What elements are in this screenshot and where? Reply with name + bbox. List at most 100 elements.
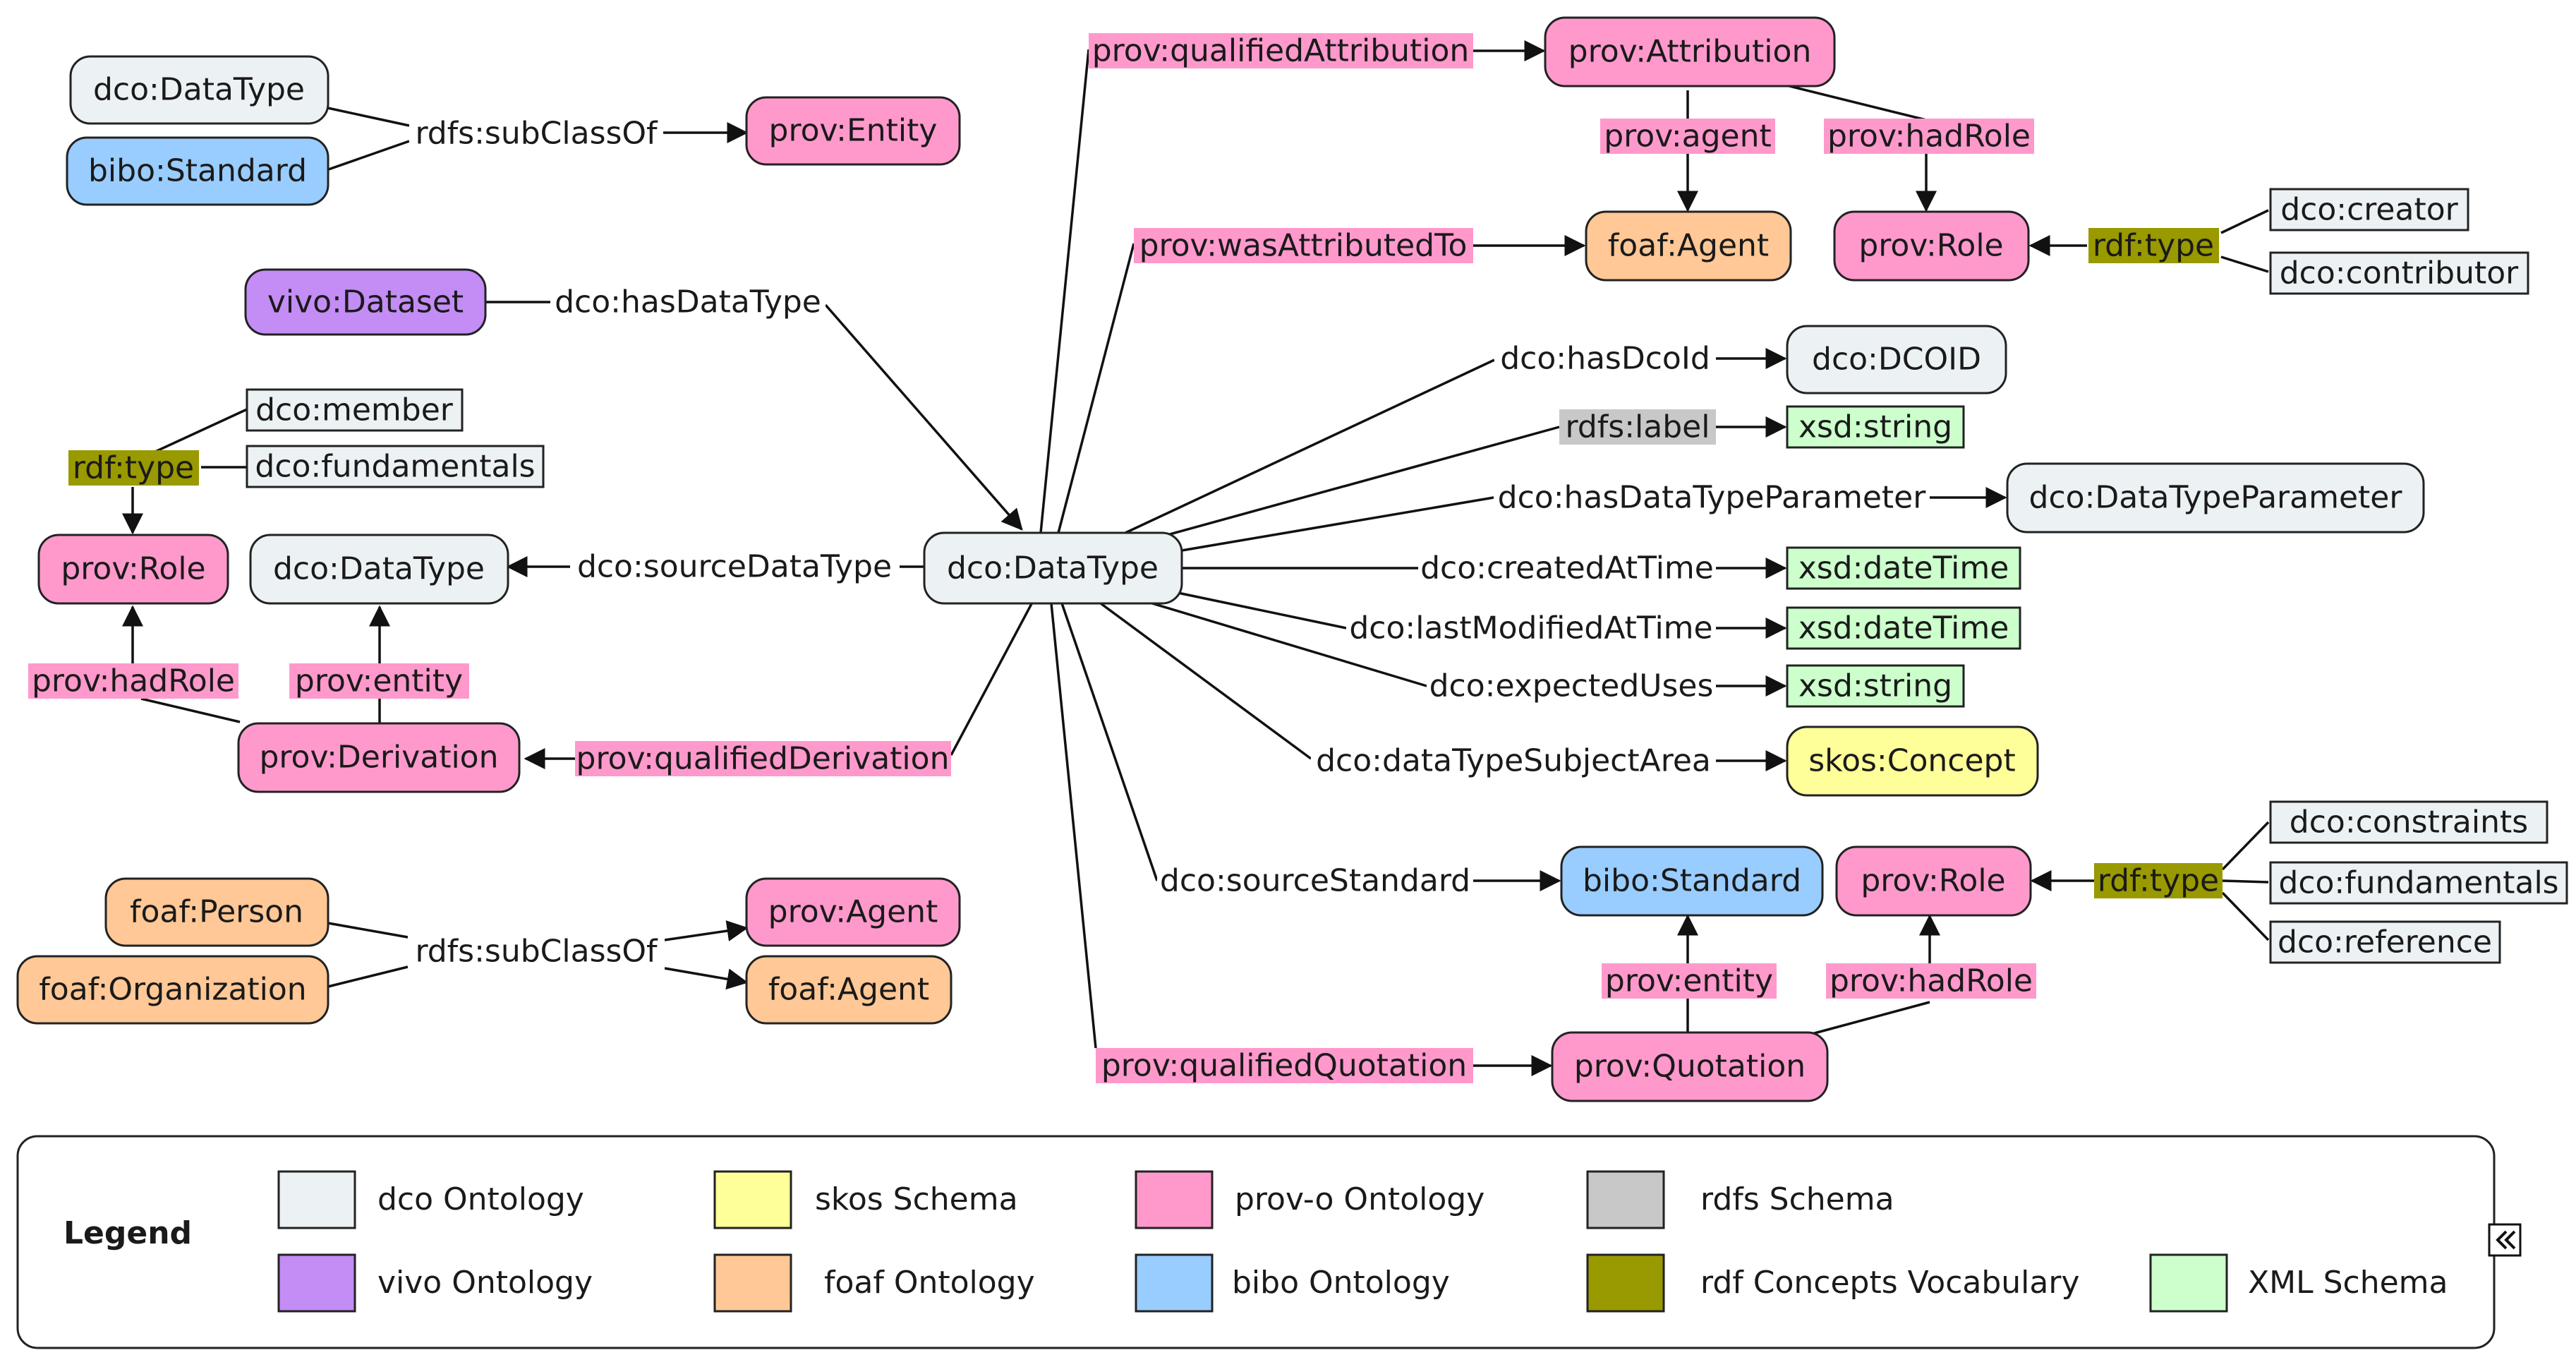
svg-text:dco:hasDcoId: dco:hasDcoId	[1500, 341, 1710, 377]
node-xsd-string-2: xsd:string	[1786, 664, 1965, 708]
node-label: foaf:Agent	[1608, 228, 1769, 264]
node-label: dco:DataType	[93, 72, 305, 108]
edge-label-dco-createdattime: dco:createdAtTime	[1418, 550, 1716, 586]
svg-text:dco:lastModifiedAtTime: dco:lastModifiedAtTime	[1349, 610, 1712, 646]
node-label: dco:fundamentals	[2278, 865, 2558, 901]
svg-text:prov:qualifiedQuotation: prov:qualifiedQuotation	[1101, 1048, 1467, 1084]
svg-text:rdf:type: rdf:type	[2098, 863, 2219, 899]
legend-item-rdf: rdf Concepts Vocabulary	[1586, 1253, 2080, 1313]
node-label: dco:constraints	[2290, 805, 2528, 841]
node-label: foaf:Person	[130, 894, 303, 930]
svg-text:skos Schema: skos Schema	[815, 1181, 1018, 1217]
node-label: prov:Quotation	[1574, 1049, 1806, 1085]
node-dco-contributor: dco:contributor	[2269, 251, 2529, 295]
node-prov-agent: prov:Agent	[745, 877, 961, 947]
node-label: prov:Role	[1858, 228, 2003, 264]
node-bibo-standard-top: bibo:Standard	[66, 136, 329, 206]
node-prov-role-bottom: prov:Role	[1835, 845, 2032, 917]
node-label: prov:Role	[1861, 863, 2005, 899]
node-dco-creator: dco:creator	[2269, 188, 2469, 231]
node-vivo-dataset: vivo:Dataset	[244, 268, 487, 336]
svg-text:prov:hadRole: prov:hadRole	[1830, 963, 2033, 999]
edge-label-prov-hadrole-top: prov:hadRole	[1824, 119, 2034, 155]
edge-label-dco-hasdatatype: dco:hasDataType	[550, 284, 826, 320]
node-bibo-standard-bottom: bibo:Standard	[1560, 845, 1824, 917]
svg-text:dco:sourceDataType: dco:sourceDataType	[577, 549, 892, 585]
edge-label-prov-hadrole-bottom: prov:hadRole	[1826, 963, 2036, 999]
svg-text:prov:entity: prov:entity	[1605, 963, 1773, 999]
node-label: vivo:Dataset	[267, 284, 464, 320]
edge-label-prov-qualifiedattribution: prov:qualifiedAttribution	[1089, 33, 1473, 69]
node-prov-quotation: prov:Quotation	[1551, 1031, 1829, 1102]
node-label: prov:Role	[61, 551, 205, 587]
node-dco-datatype-top: dco:DataType	[69, 55, 329, 125]
node-label: dco:reference	[2278, 925, 2492, 960]
svg-text:bibo Ontology: bibo Ontology	[1232, 1265, 1450, 1301]
legend-item-dco: dco Ontology	[277, 1170, 584, 1229]
edge-label-prov-qualifiedderivation: prov:qualifiedDerivation	[575, 741, 951, 777]
node-label: prov:Agent	[768, 894, 938, 930]
svg-text:prov:hadRole: prov:hadRole	[32, 663, 235, 699]
node-label: prov:Derivation	[260, 740, 499, 776]
edge-label-prov-entity-left: prov:entity	[289, 663, 469, 699]
edges	[122, 40, 2270, 1076]
node-label: bibo:Standard	[1583, 863, 1801, 899]
node-prov-role-left: prov:Role	[37, 534, 229, 605]
edge-label-rdf-type-top: rdf:type	[2088, 228, 2219, 264]
svg-text:prov:agent: prov:agent	[1604, 119, 1772, 155]
node-label: xsd:dateTime	[1798, 610, 2009, 646]
legend-frame	[16, 1135, 2496, 1349]
svg-text:XML Schema: XML Schema	[2248, 1265, 2448, 1301]
node-label: dco:creator	[2280, 192, 2458, 228]
edge-label-rdfs-label: rdfs:label	[1559, 409, 1716, 445]
node-dco-member: dco:member	[246, 388, 464, 432]
edge-label-rdfs-subclassof-bottom: rdfs:subClassOf	[408, 933, 665, 970]
node-label: dco:DataType	[273, 551, 485, 587]
legend-item-skos: skos Schema	[713, 1170, 1018, 1229]
node-label: dco:member	[255, 392, 454, 428]
node-dco-constraints: dco:constraints	[2269, 800, 2548, 844]
edge-label-prov-wasattributedto: prov:wasAttributedTo	[1134, 228, 1473, 264]
edge-label-rdf-type-bottom: rdf:type	[2094, 863, 2223, 899]
node-xsd-datetime-2: xsd:dateTime	[1786, 606, 2021, 650]
svg-text:dco:createdAtTime: dco:createdAtTime	[1420, 550, 1714, 586]
edge-label-prov-agent: prov:agent	[1600, 119, 1775, 155]
node-label: bibo:Standard	[88, 153, 307, 189]
edge-label-dco-expecteduses: dco:expectedUses	[1427, 668, 1716, 704]
node-dco-datatype-left: dco:DataType	[249, 534, 509, 605]
svg-text:dco:hasDataType: dco:hasDataType	[555, 284, 821, 320]
nodes: dco:DataType bibo:Standard prov:Entity v…	[16, 16, 2568, 1102]
svg-text:prov-o Ontology: prov-o Ontology	[1235, 1181, 1484, 1217]
svg-text:foaf Ontology: foaf Ontology	[824, 1265, 1035, 1301]
svg-text:rdf Concepts Vocabulary: rdf Concepts Vocabulary	[1700, 1265, 2080, 1301]
legend-item-vivo: vivo Ontology	[277, 1253, 593, 1313]
edge-labels: rdfs:subClassOf dco:hasDataType dco:sour…	[28, 33, 2223, 1084]
node-label: foaf:Agent	[768, 972, 929, 1008]
svg-text:vivo Ontology: vivo Ontology	[377, 1265, 593, 1301]
node-label: prov:Entity	[769, 113, 938, 149]
node-dco-datatypeparameter: dco:DataTypeParameter	[2006, 462, 2425, 534]
node-label: dco:DataTypeParameter	[2029, 480, 2403, 516]
svg-text:prov:wasAttributedTo: prov:wasAttributedTo	[1139, 228, 1468, 264]
node-foaf-organization: foaf:Organization	[16, 955, 329, 1025]
legend-item-bibo: bibo Ontology	[1135, 1253, 1450, 1313]
svg-text:rdfs:label: rdfs:label	[1566, 409, 1710, 445]
svg-text:prov:qualifiedAttribution: prov:qualifiedAttribution	[1092, 33, 1470, 69]
double-chevron-left-icon[interactable]	[2488, 1223, 2522, 1257]
edge-label-rdfs-subclassof-top: rdfs:subClassOf	[409, 115, 663, 152]
edge-label-dco-lastmodifiedattime: dco:lastModifiedAtTime	[1346, 610, 1716, 646]
svg-text:rdfs:subClassOf: rdfs:subClassOf	[415, 116, 658, 152]
edge-label-dco-hasdatatypeparameter: dco:hasDataTypeParameter	[1494, 479, 1930, 516]
node-foaf-person: foaf:Person	[104, 877, 329, 947]
svg-text:rdf:type: rdf:type	[2093, 228, 2214, 264]
node-label: skos:Concept	[1808, 743, 2015, 779]
legend-item-prov: prov-o Ontology	[1135, 1170, 1484, 1229]
node-label: dco:contributor	[2280, 255, 2519, 291]
edge-label-dco-hasdcoid: dco:hasDcoId	[1494, 340, 1716, 377]
node-dco-reference: dco:reference	[2269, 920, 2501, 964]
legend: Legend dco Ontology skos Schema prov-o O…	[16, 1135, 2496, 1349]
edge-label-dco-sourcedatatype: dco:sourceDataType	[570, 548, 900, 585]
svg-text:rdfs:subClassOf: rdfs:subClassOf	[415, 934, 658, 970]
svg-text:prov:qualifiedDerivation: prov:qualifiedDerivation	[576, 741, 950, 777]
